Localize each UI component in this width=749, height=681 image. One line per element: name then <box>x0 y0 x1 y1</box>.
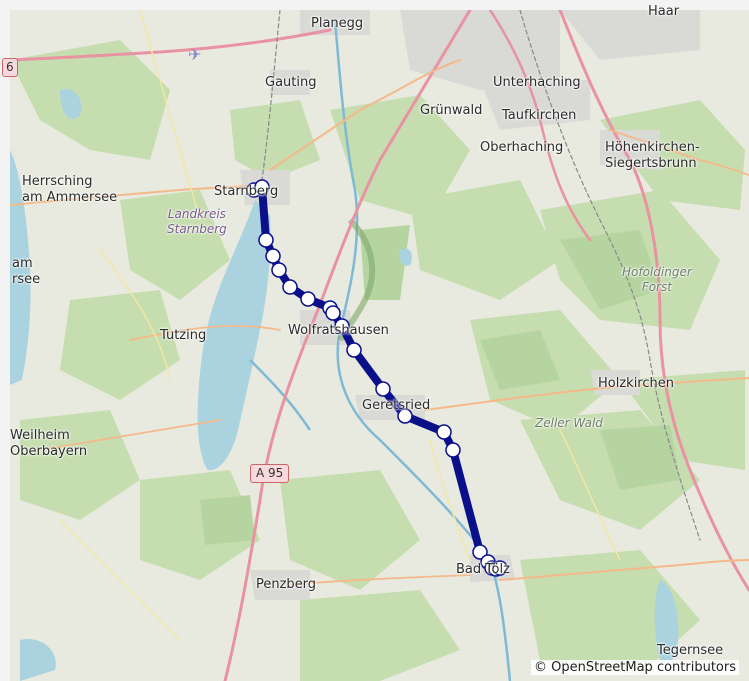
route-stop-marker[interactable] <box>258 232 274 248</box>
frame-border-left <box>0 0 10 681</box>
route-stop-marker[interactable] <box>334 318 350 334</box>
place-label-taufkirchen: Taufkirchen <box>502 108 577 123</box>
place-label-holzkirchen: Holzkirchen <box>598 376 674 391</box>
urban-areas <box>240 10 700 600</box>
place-label-geretsried: Geretsried <box>362 398 431 413</box>
place-label-landkreis: Landkreis Starnberg <box>167 207 227 236</box>
place-label-am-ammersee-fragment: am rsee <box>12 256 41 288</box>
route-stop-marker[interactable] <box>397 408 413 424</box>
route-stop-marker[interactable] <box>265 248 281 264</box>
airport-icon: ✈ <box>188 45 201 64</box>
map-attribution[interactable]: © OpenStreetMap contributors <box>531 660 739 675</box>
place-label-hohenkirchen: Höhenkirchen- Siegertsbrunn <box>605 140 700 172</box>
lake-ammersee <box>10 150 31 385</box>
road-shield-b6: 6 <box>2 58 18 77</box>
place-label-hofoldinger: Hofoldinger Forst <box>622 265 692 294</box>
route-stop-marker[interactable] <box>346 342 362 358</box>
place-label-bad-tolz: Bad Tölz <box>456 562 510 577</box>
lake-tegernsee <box>654 580 679 664</box>
route-stop-marker[interactable] <box>325 305 341 321</box>
route-stop-marker[interactable] <box>492 560 508 576</box>
lake-starnberg <box>197 200 271 471</box>
route-stop-marker[interactable] <box>282 279 298 295</box>
place-label-herrsching: Herrsching am Ammersee <box>22 174 118 206</box>
route-stop-marker[interactable] <box>472 544 488 560</box>
place-label-grunwald: Grünwald <box>420 103 483 118</box>
road-shield-a95: A 95 <box>250 464 290 483</box>
dense-forest <box>200 225 680 545</box>
route-layer[interactable] <box>246 179 508 577</box>
place-label-haar: Haar <box>648 4 680 19</box>
route-stop-marker[interactable] <box>445 442 461 458</box>
frame-border-top <box>0 0 749 10</box>
place-label-oberhaching: Oberhaching <box>480 140 564 155</box>
place-label-planegg: Planegg <box>311 16 364 31</box>
place-label-penzberg: Penzberg <box>256 577 317 592</box>
route-stop-marker[interactable] <box>436 424 452 440</box>
route-stop-marker[interactable] <box>254 179 270 195</box>
lakes <box>10 89 679 681</box>
place-label-tegernsee: Tegernsee <box>657 643 724 658</box>
route-stop-marker[interactable] <box>271 262 287 278</box>
place-label-tutzing: Tutzing <box>160 328 207 343</box>
place-label-unterhaching: Unterhaching <box>493 75 581 90</box>
place-label-starnberg: Starnberg <box>214 184 279 199</box>
place-label-gauting: Gauting <box>265 75 317 90</box>
place-label-wolfratshausen: Wolfratshausen <box>288 323 389 338</box>
route-stop-marker[interactable] <box>375 381 391 397</box>
route-stop-marker[interactable] <box>300 291 316 307</box>
roads <box>8 8 749 681</box>
place-label-weilheim: Weilheim Oberbayern <box>10 428 88 460</box>
place-label-zeller-wald: Zeller Wald <box>535 416 603 430</box>
